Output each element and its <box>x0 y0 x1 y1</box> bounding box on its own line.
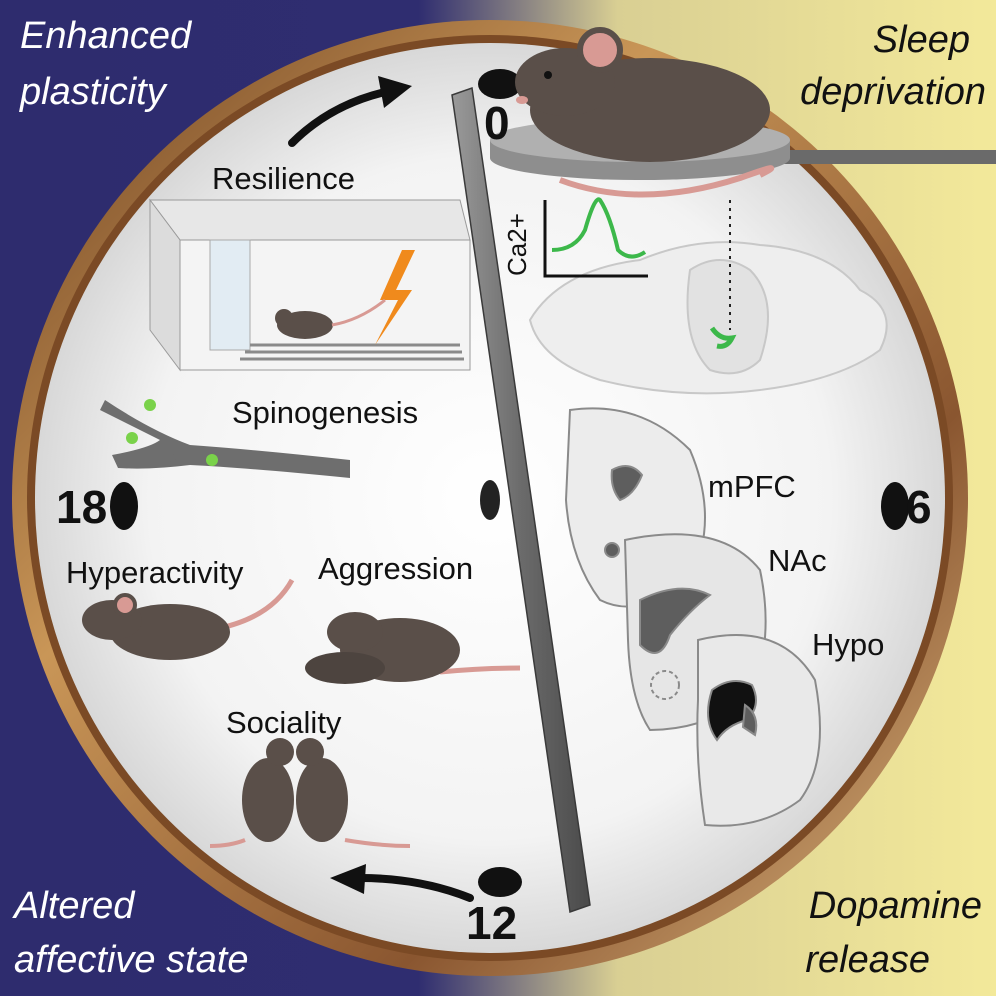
center-pivot-icon <box>480 480 500 520</box>
marker-0-icon <box>478 69 522 99</box>
marker-12-icon <box>478 867 522 897</box>
clock-hand-icon <box>451 86 591 914</box>
label-aggression: Aggression <box>318 551 474 586</box>
corner-bottom-right-line2: release <box>805 939 930 981</box>
clock-number-0: 0 <box>484 97 510 149</box>
label-hypo: Hypo <box>812 627 885 662</box>
corner-bottom-left-line2: affective state <box>14 939 249 981</box>
marker-18-icon <box>110 482 138 530</box>
brain-sections-icon <box>564 407 821 827</box>
corner-top-right-line1: Sleep <box>872 19 970 61</box>
arrow-bottom-head-icon <box>330 864 366 894</box>
corner-top-right-line2: deprivation <box>800 71 986 113</box>
label-nac: NAc <box>768 543 827 578</box>
label-mpfc: mPFC <box>708 469 796 504</box>
arrow-top-icon <box>288 88 389 147</box>
corner-bottom-left-line1: Altered <box>14 885 135 927</box>
lightning-icon <box>375 250 415 345</box>
corner-top-left-line2: plasticity <box>20 71 166 113</box>
arrow-top-head-icon <box>378 76 412 108</box>
clock-number-12: 12 <box>466 897 518 949</box>
mouse-hyperactivity-icon <box>82 578 295 660</box>
marker-6-icon <box>881 482 909 530</box>
whole-brain-icon <box>528 200 888 395</box>
mouse-sociality-icon <box>209 738 411 848</box>
label-spinogenesis: Spinogenesis <box>232 395 419 430</box>
corner-bottom-right-line1: Dopamine <box>808 885 982 927</box>
corner-top-left-line1: Enhanced <box>20 15 192 57</box>
shock-box-icon <box>149 198 471 372</box>
dendrite-icon <box>100 399 350 478</box>
mouse-sleep-icon <box>515 27 775 198</box>
clock-number-18: 18 <box>56 481 108 533</box>
label-hyperactivity: Hyperactivity <box>66 555 244 590</box>
label-resilience: Resilience <box>212 161 356 196</box>
mouse-aggression-icon <box>305 612 521 684</box>
clock-number-6: 6 <box>906 481 932 533</box>
calcium-trace-icon <box>543 197 648 278</box>
arrow-bottom-icon <box>356 874 474 902</box>
label-calcium: Ca2+ <box>502 213 532 276</box>
label-sociality: Sociality <box>226 705 342 740</box>
